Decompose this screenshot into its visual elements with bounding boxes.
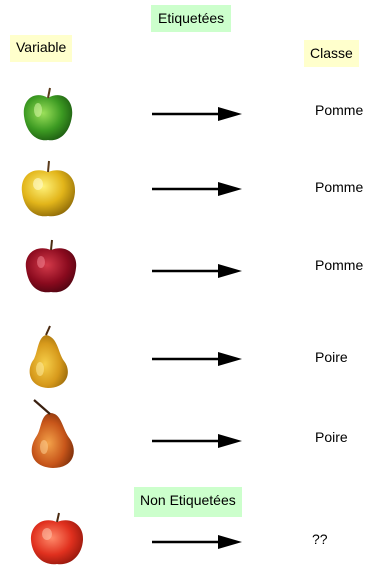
arrow-icon: [152, 263, 242, 279]
class-label: Poire: [315, 350, 348, 364]
green-apple-icon: [20, 84, 76, 144]
yellow-apple-icon: [18, 160, 78, 220]
arrow-icon: [152, 106, 242, 122]
red-apple-icon: [28, 512, 86, 566]
red-apple-icon: [22, 238, 80, 296]
unlabeled-heading: Non Etiquetées: [134, 487, 242, 517]
arrow-icon: [152, 181, 242, 197]
arrow-icon: [152, 351, 242, 367]
class-label: Pomme: [315, 180, 363, 194]
class-label: Pomme: [315, 258, 363, 272]
orange-pear-icon: [26, 399, 80, 471]
class-label: Pomme: [315, 103, 363, 117]
yellow-pear-icon: [24, 325, 74, 391]
arrow-icon: [152, 534, 242, 550]
variable-heading: Variable: [10, 35, 72, 62]
arrow-icon: [152, 433, 242, 449]
classe-heading: Classe: [304, 40, 359, 67]
labeled-heading: Etiquetées: [151, 5, 231, 32]
class-label: Poire: [315, 430, 348, 444]
class-label: ??: [312, 532, 328, 546]
